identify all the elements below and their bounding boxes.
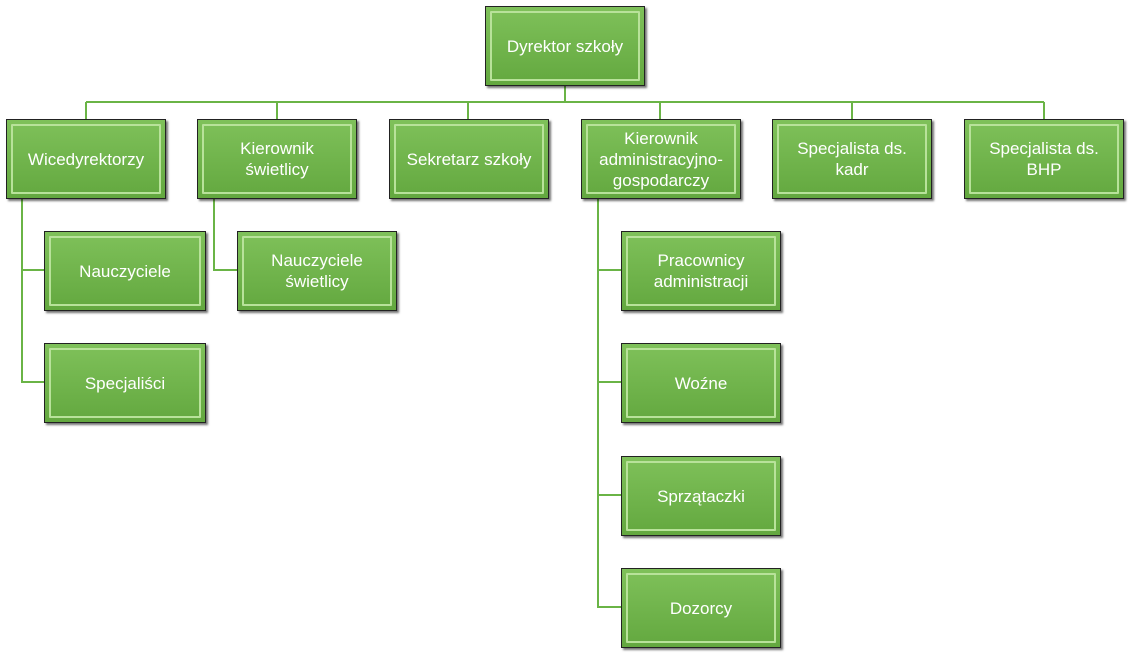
node-nauczyciele[interactable]: Nauczyciele xyxy=(44,231,206,311)
node-label: Pracownicy administracji xyxy=(653,251,749,291)
node-label: Nauczyciele xyxy=(79,261,171,281)
node-kierownik-administracyjno-gospodarczy[interactable]: Kierownik administracyjno- gospodarczy xyxy=(581,119,741,199)
node-label: Sekretarz szkoły xyxy=(406,149,532,169)
node-label: Dozorcy xyxy=(669,598,733,618)
node-kierownik-swietlicy[interactable]: Kierownik świetlicy xyxy=(197,119,357,199)
node-label: Kierownik świetlicy xyxy=(240,139,314,179)
node-pracownicy-administracji[interactable]: Pracownicy administracji xyxy=(621,231,781,311)
node-dozorcy[interactable]: Dozorcy xyxy=(621,568,781,648)
node-specjalista-ds-kadr[interactable]: Specjalista ds. kadr xyxy=(772,119,932,199)
node-nauczyciele-swietlicy[interactable]: Nauczyciele świetlicy xyxy=(237,231,397,311)
node-wicedyrektorzy[interactable]: Wicedyrektorzy xyxy=(6,119,166,199)
node-label: Wicedyrektorzy xyxy=(27,149,145,169)
node-label: Sprzątaczki xyxy=(657,486,745,506)
node-label: Specjaliści xyxy=(84,373,166,393)
node-specjalista-ds-bhp[interactable]: Specjalista ds. BHP xyxy=(964,119,1124,199)
node-label: Kierownik administracyjno- gospodarczy xyxy=(599,128,723,190)
node-specjalisci[interactable]: Specjaliści xyxy=(44,343,206,423)
node-label: Dyrektor szkoły xyxy=(506,36,624,56)
node-label: Woźne xyxy=(674,373,728,393)
node-label: Nauczyciele świetlicy xyxy=(271,251,363,291)
node-dyrektor-szkoly[interactable]: Dyrektor szkoły xyxy=(485,6,645,86)
node-sekretarz-szkoly[interactable]: Sekretarz szkoły xyxy=(389,119,549,199)
node-sprzataczki[interactable]: Sprzątaczki xyxy=(621,456,781,536)
node-label: Specjalista ds. BHP xyxy=(989,139,1099,179)
node-label: Specjalista ds. kadr xyxy=(797,139,907,179)
node-wozne[interactable]: Woźne xyxy=(621,343,781,423)
